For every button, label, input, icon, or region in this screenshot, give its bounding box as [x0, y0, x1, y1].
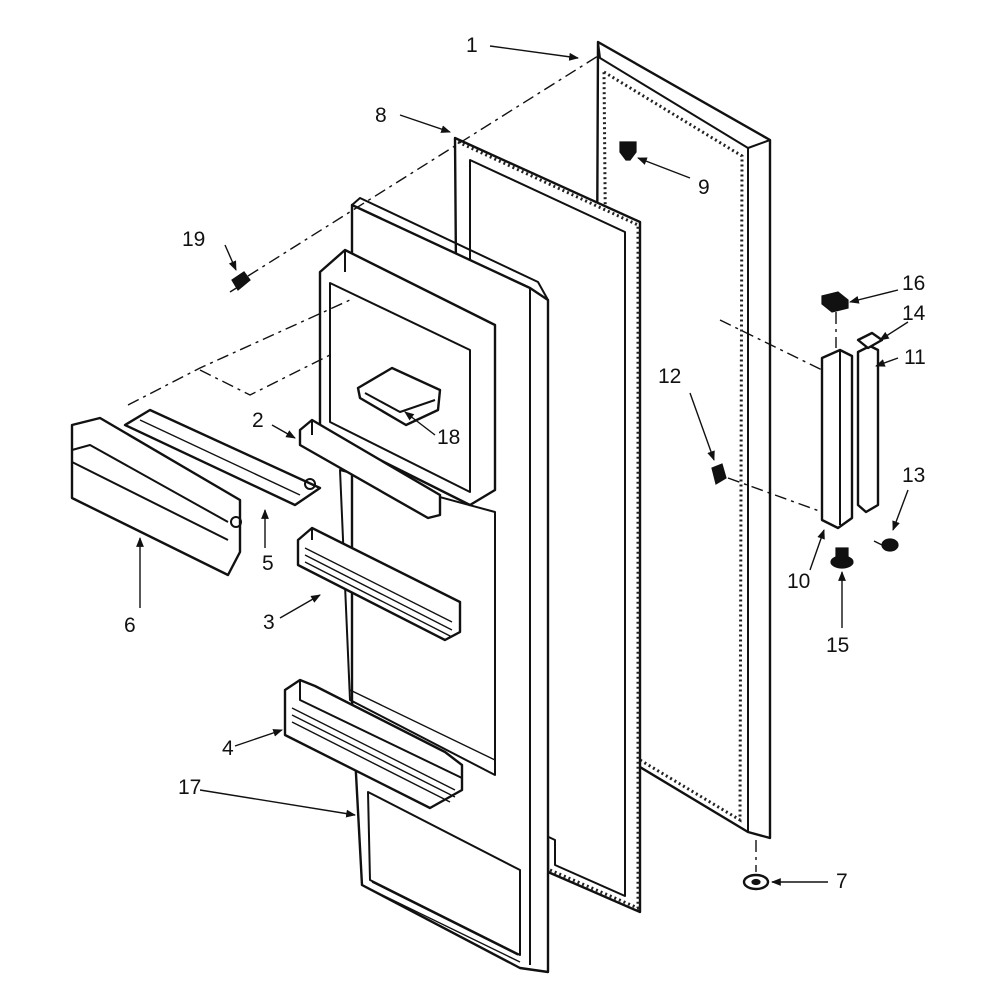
- bushing-7: [742, 873, 770, 891]
- callout-2: 2: [252, 409, 264, 432]
- callout-18: 18: [437, 426, 460, 449]
- shim: [856, 331, 884, 350]
- assembly-lines: [127, 55, 837, 872]
- callout-1: 1: [466, 34, 478, 57]
- hinge-cap: [821, 291, 849, 313]
- hinge-pin: [830, 547, 854, 569]
- shelf-strip: [298, 418, 442, 520]
- callout-labels: 1 2 3 4 5 6 7 8 9 10 11 12 13 14 15 16 1…: [124, 34, 926, 893]
- callout-10: 10: [787, 570, 810, 593]
- callout-3: 3: [263, 611, 275, 634]
- callout-14: 14: [902, 302, 926, 325]
- callout-9: 9: [698, 176, 710, 199]
- screw-13: [873, 538, 899, 552]
- callout-4: 4: [222, 737, 234, 760]
- door-shelf-middle: [296, 526, 462, 642]
- callout-8: 8: [375, 104, 387, 127]
- clip-12: [711, 463, 727, 485]
- ice-chute: [356, 366, 442, 427]
- callout-19: 19: [182, 228, 205, 251]
- hinge-plate: [856, 344, 880, 514]
- plug-9: [619, 141, 637, 161]
- callout-13: 13: [902, 464, 925, 487]
- callout-16: 16: [902, 272, 925, 295]
- door-shelf-lower: [283, 678, 464, 810]
- callout-15: 15: [826, 634, 849, 657]
- callout-6: 6: [124, 614, 136, 637]
- callout-7: 7: [836, 870, 848, 893]
- hinge-bracket: [820, 348, 854, 530]
- dispenser-cover: [70, 416, 242, 577]
- callout-17: 17: [178, 776, 201, 799]
- panel: [123, 408, 322, 507]
- callout-5: 5: [262, 552, 274, 575]
- callout-11: 11: [904, 346, 926, 369]
- callout-12: 12: [658, 365, 681, 388]
- screw-19: [229, 271, 251, 293]
- leaders: [136, 45, 909, 886]
